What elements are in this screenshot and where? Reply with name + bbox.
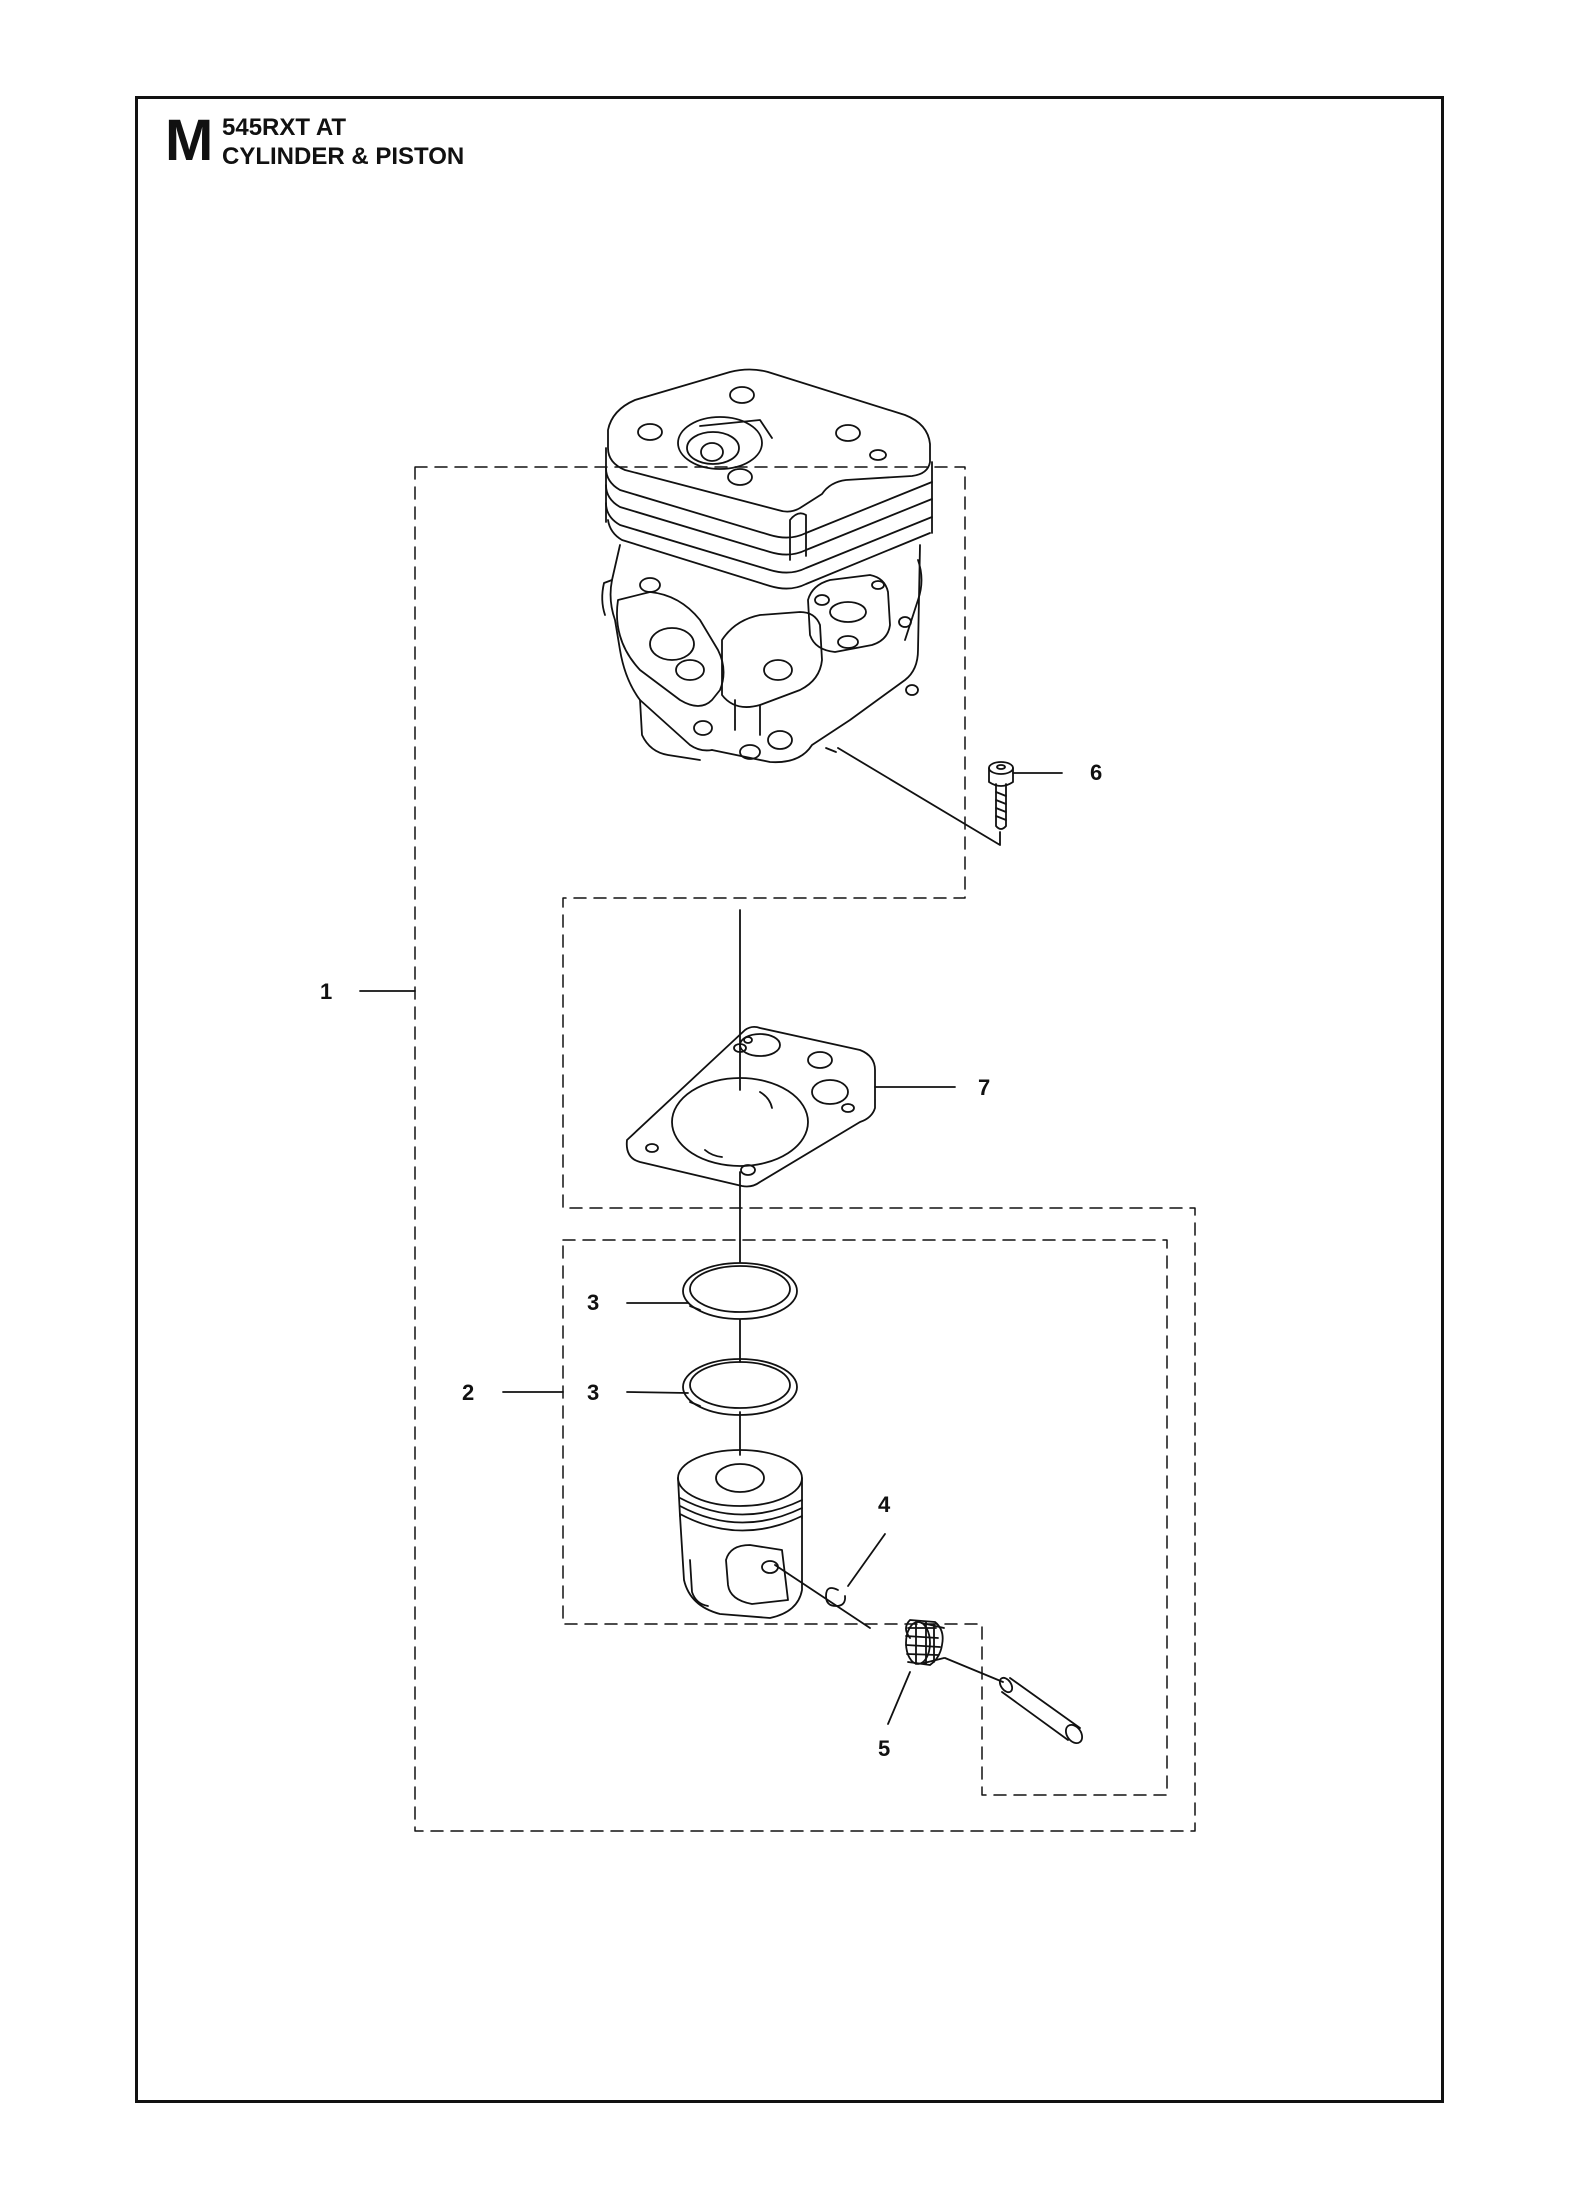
cylinder-bolt-hole [727, 468, 753, 486]
model-name: 545RXT AT [222, 114, 347, 141]
wrist-pin-part [998, 1676, 1084, 1745]
callout-7: 7 [978, 1075, 990, 1100]
screw-part [988, 761, 1014, 830]
callout-1: 1 [320, 979, 332, 1004]
page-border [135, 96, 1444, 2103]
circlip-part [825, 1587, 846, 1607]
cylinder-bolt-hole [637, 423, 663, 441]
piston-ring-upper [682, 1262, 798, 1320]
group-box-1 [414, 466, 1196, 1832]
leader-4 [847, 1533, 886, 1587]
cylinder-part [601, 368, 933, 764]
callout-2: 2 [462, 1380, 474, 1405]
gasket-part [625, 1025, 876, 1188]
piston-ring-lower [682, 1358, 798, 1416]
callout-3-lower: 3 [587, 1380, 599, 1405]
section-letter: M [165, 108, 214, 173]
diagram-title: CYLINDER & PISTON [222, 143, 465, 170]
callout-6: 6 [1090, 760, 1102, 785]
group-box-2 [562, 1239, 1168, 1796]
leader-5 [887, 1671, 911, 1725]
cylinder-bolt-hole [729, 386, 755, 404]
callout-3-upper: 3 [587, 1290, 599, 1315]
callout-4: 4 [878, 1492, 891, 1517]
leader-3b [626, 1391, 689, 1394]
cylinder-bolt-hole [835, 424, 861, 442]
callout-5: 5 [878, 1736, 890, 1761]
cylinder-bolt-hole [869, 449, 887, 461]
needle-bearing-part [905, 1619, 945, 1666]
piston-part [677, 1449, 803, 1619]
